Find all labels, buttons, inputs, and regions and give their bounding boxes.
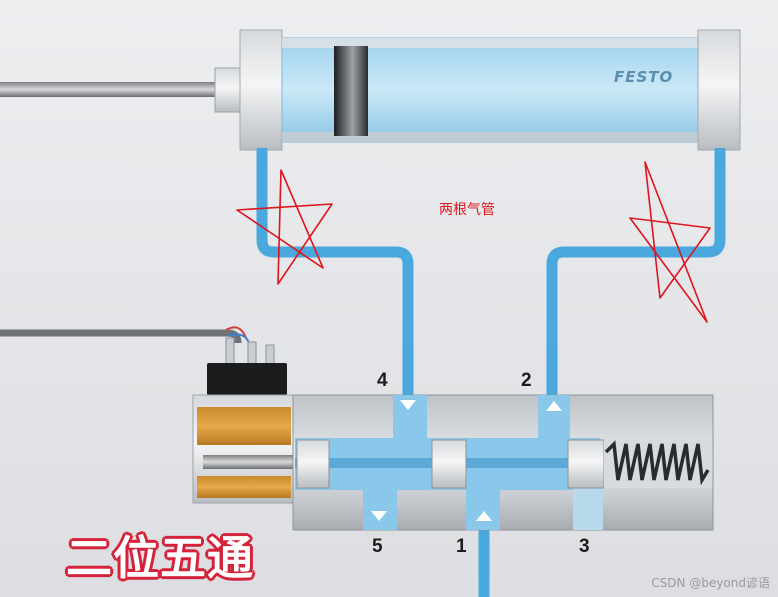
valve-body xyxy=(293,395,713,530)
cylinder xyxy=(0,30,740,150)
star-mark-right xyxy=(630,162,710,322)
cylinder-brand-label: FESTO xyxy=(614,68,673,86)
armature xyxy=(203,455,303,469)
hose-port-4 xyxy=(262,148,408,398)
channel-port-3 xyxy=(573,488,603,530)
watermark: CSDN @beyond谚语 xyxy=(651,574,770,591)
cylinder-rear-cap xyxy=(698,30,740,150)
spool-land-2 xyxy=(432,440,466,488)
connector-plug xyxy=(207,363,287,395)
port-label-4: 4 xyxy=(377,370,388,392)
solenoid-connector xyxy=(0,327,287,395)
cylinder-front-cap xyxy=(240,30,282,150)
port-label-1: 1 xyxy=(456,536,467,558)
spool-land-1 xyxy=(297,440,329,488)
channel-port-1 xyxy=(466,488,500,530)
port-label-3: 3 xyxy=(579,536,590,558)
hose-port-2 xyxy=(552,148,720,398)
diagram-title: 二位五通 xyxy=(66,522,254,588)
port-label-5: 5 xyxy=(372,536,383,558)
annotation-two-hoses: 两根气管 xyxy=(439,199,495,219)
cable xyxy=(0,333,238,343)
red-star-marks xyxy=(237,162,710,322)
coil-upper xyxy=(197,407,291,445)
spool-land-3 xyxy=(568,440,604,488)
star-mark-left xyxy=(237,170,332,284)
coil-lower xyxy=(197,476,291,498)
channel-port-5 xyxy=(363,488,397,530)
piston xyxy=(334,46,368,136)
solenoid xyxy=(193,395,303,503)
port-label-2: 2 xyxy=(521,370,532,392)
